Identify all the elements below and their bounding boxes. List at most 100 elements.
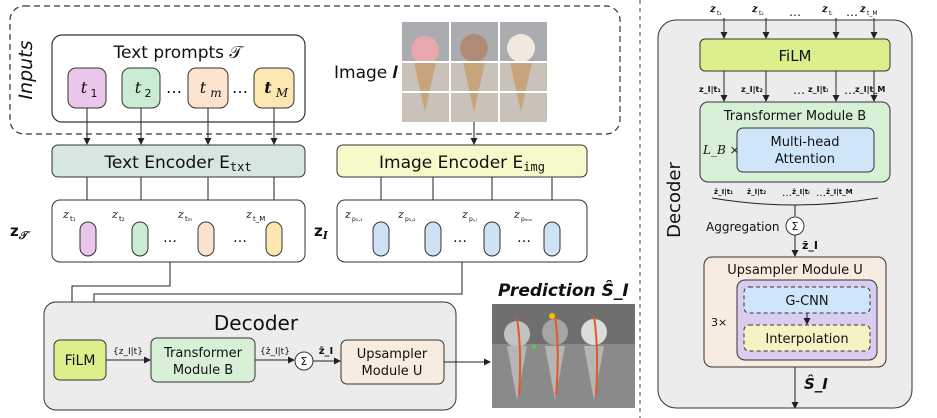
svg-text:t: t <box>135 78 142 97</box>
right-film-block <box>699 38 891 72</box>
text-encoder-label: Text Encoder Etxt <box>103 153 251 174</box>
right-sum-symbol: Σ <box>792 220 799 233</box>
svg-text:z: z <box>177 208 184 221</box>
upsampler-label-line2: Module U <box>362 364 423 379</box>
text-encoder <box>51 144 306 178</box>
text-embed-ellipsis-1: … <box>163 230 177 246</box>
svg-text:t: t <box>81 78 88 97</box>
z-set-label: {z_I|t} <box>113 347 143 357</box>
right-film-out-ellipsis-2: … <box>844 83 856 97</box>
right-input-ellipsis-2: … <box>846 5 858 19</box>
sum-symbol: Σ <box>301 355 308 368</box>
attention-block <box>736 127 875 173</box>
svg-text:z: z <box>62 208 69 221</box>
right-film-out-M: z_I|t_M <box>855 85 885 94</box>
prompt-ellipsis-1: … <box>166 78 182 97</box>
svg-text:1: 1 <box>91 87 98 100</box>
interp-block <box>743 324 871 352</box>
text-embeddings-box <box>51 199 306 263</box>
svg-text:p₁,₂: p₁,₂ <box>405 216 416 223</box>
svg-text:t₁: t₁ <box>70 215 76 223</box>
text-prompts-label: Text prompts 𝒯 <box>113 43 245 63</box>
image-embed-set-label: zI <box>314 222 329 242</box>
inputs-group <box>9 5 621 135</box>
svg-text:m: m <box>210 86 221 100</box>
aggregation-brace <box>711 197 879 206</box>
inputs-label: Inputs <box>15 40 37 99</box>
right-film-out-1: z_I|t₁ <box>699 85 721 94</box>
prompt-token-m: t m <box>187 67 229 109</box>
image-encoder <box>336 144 588 178</box>
svg-text:M: M <box>275 86 289 100</box>
text-embed-set-label: z𝒯 <box>10 222 31 242</box>
right-input-ellipsis-1: … <box>789 5 801 19</box>
svg-text:z: z <box>111 208 118 221</box>
right-output-label: Ŝ_I <box>804 373 828 393</box>
input-image <box>402 22 547 122</box>
prompt-token-1: t 1 <box>67 67 107 109</box>
decoder-right-title: Decoder <box>664 162 685 238</box>
zbar-label: z̄_I <box>319 346 334 357</box>
decoder-bottom-title: Decoder <box>214 311 299 335</box>
right-upsampler-title: Upsampler Module U <box>727 263 862 278</box>
right-tr-out-i: ẑ_I|tᵢ <box>792 188 810 197</box>
svg-text:t₁: t₁ <box>717 10 722 17</box>
right-film-out-2: z_I|t₂ <box>741 85 763 94</box>
svg-text:z: z <box>461 208 468 221</box>
svg-text:z: z <box>344 208 351 221</box>
svg-text:z: z <box>709 4 716 15</box>
transformer-label-line1: Transformer <box>163 346 243 361</box>
prompt-token-2: t 2 <box>121 67 161 109</box>
image-encoder-label: Image Encoder Eimg <box>379 153 545 174</box>
svg-text:2: 2 <box>145 87 152 100</box>
interp-label: Interpolation <box>765 332 848 347</box>
right-tr-out-2: ẑ_I|t₂ <box>747 188 766 197</box>
right-zbar-label: z̄_I <box>802 239 818 252</box>
svg-text:z: z <box>397 208 404 221</box>
svg-text:pₘₘ: pₘₘ <box>521 216 533 223</box>
prediction-label: Prediction Ŝ_I <box>498 279 629 301</box>
svg-text:z: z <box>513 208 520 221</box>
prediction-image <box>492 304 635 408</box>
image-label: Image 𝑰 <box>334 63 399 83</box>
svg-text:t₂: t₂ <box>119 215 125 223</box>
svg-text:z: z <box>751 4 758 15</box>
image-embed-ellipsis-2: … <box>517 230 531 246</box>
svg-text:t: t <box>264 78 272 97</box>
right-tr-out-1: ẑ_I|t₁ <box>714 188 733 197</box>
right-transformer-repeat: L_B × <box>702 143 740 157</box>
text-embed-ellipsis-2: … <box>233 230 247 246</box>
svg-text:t_M: t_M <box>253 215 265 223</box>
film-label: FiLM <box>65 353 96 369</box>
right-upsampler-repeat: 3× <box>711 316 727 329</box>
attention-label-line2: Attention <box>775 152 835 167</box>
right-film-out-i: z_I|tᵢ <box>808 85 828 94</box>
prompt-token-M: t M <box>253 67 295 109</box>
text-prompts-box <box>51 34 306 123</box>
prompt-ellipsis-2: … <box>232 78 248 97</box>
gcnn-label: G-CNN <box>785 294 828 309</box>
right-tr-out-ellipsis-2: … <box>816 188 826 199</box>
svg-text:p₁,₁: p₁,₁ <box>352 216 363 223</box>
right-tr-out-ellipsis-1: … <box>782 188 792 199</box>
right-film-label: FiLM <box>778 47 811 65</box>
zhat-set-label: {ẑ_I|t} <box>260 347 290 357</box>
svg-text:tᵢ: tᵢ <box>829 10 832 17</box>
right-tr-out-M: ẑ_I|t_M <box>826 188 853 197</box>
right-film-out-ellipsis-1: … <box>793 83 805 97</box>
svg-text:t₂: t₂ <box>759 10 764 17</box>
svg-text:z: z <box>859 4 866 15</box>
svg-text:z: z <box>821 4 828 15</box>
